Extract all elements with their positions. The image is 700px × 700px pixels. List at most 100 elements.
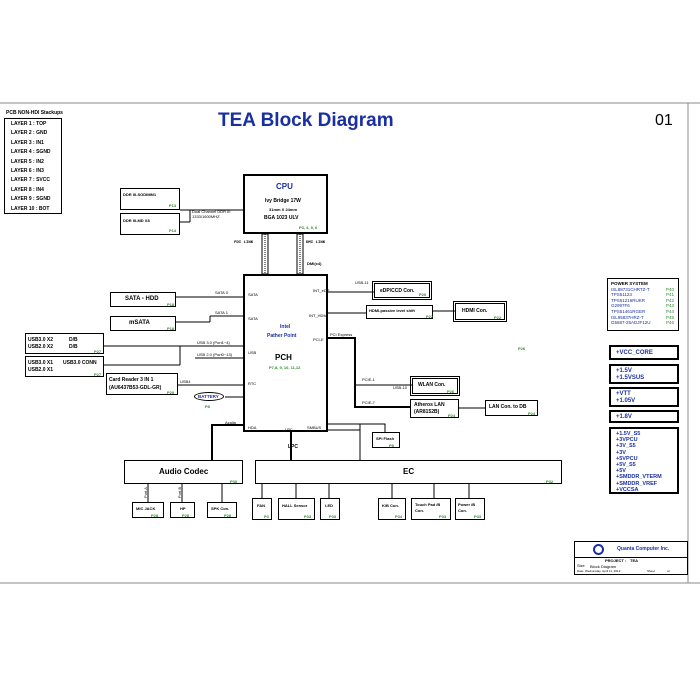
ddr-sodimm-page: P13: [169, 203, 177, 208]
wlan-box: WLAN Con. P26: [410, 376, 460, 396]
cpu-line3: BGA 1023 ULV: [264, 215, 299, 221]
touchpad-page: P33: [439, 514, 447, 519]
pch-port-usb: USB: [248, 350, 257, 355]
page-title: TEA Block Diagram: [218, 110, 394, 131]
ddr-md-label: DDR III-MD X8: [123, 218, 150, 223]
sata1-label: SATA 1: [215, 310, 228, 315]
stackup-heading: PCB NON-HDI Stackups: [6, 110, 63, 116]
pci-express-label: PCI Express: [330, 332, 353, 337]
usb11-label: USB-11: [355, 280, 369, 285]
power-system-item: G5687-25ADJF12U P46: [611, 320, 678, 326]
rail-1-05v: +1.05V: [616, 398, 636, 404]
pch-name: Pather Point: [267, 333, 297, 339]
cpu-title: CPU: [276, 182, 293, 191]
power-system-item-name: G5687-25ADJF12U: [611, 320, 651, 326]
ec-box: EC P32: [255, 460, 562, 484]
hp-box: HP P28: [170, 502, 195, 518]
led-page: P33: [329, 514, 337, 519]
mic-jack-label: MIC JACK: [136, 506, 156, 511]
sata-hdd-page: P18: [167, 302, 175, 307]
hdmi-con-box: HDMI Con. P22: [453, 301, 507, 322]
kb-con-label: K/B Con.: [382, 503, 399, 508]
pcie7-label: PCIE-7: [362, 400, 375, 405]
stackup-layer: LAYER 4 : SGND: [11, 149, 51, 156]
ddr-sodimm-label: DDR III-SODIMM1: [123, 192, 157, 197]
usb-db-line1b: D/B: [69, 337, 78, 343]
stackup-layer: LAYER 3 : IN1: [11, 139, 44, 146]
wlan-page: P26: [447, 389, 455, 394]
date-label: Date: Wednesday, April 11, 2012: [577, 569, 621, 573]
power-system-heading: POWER SYSTEM: [611, 281, 648, 286]
edp-con-page: P20: [419, 292, 427, 297]
hdmi-con-label: HDMI Con.: [462, 308, 488, 314]
rail-vcc-core: +VCC_CORE: [609, 345, 679, 360]
usb-db-line1: USB3.0 X2: [28, 337, 54, 343]
power-system-item-page: P43: [665, 303, 674, 309]
title-block: Quanta Computer Inc. PROJECT : TEA Size …: [574, 541, 688, 575]
usb-conn-box: USB3.0 X1 USB3.0 CONN USB2.0 X1 P27: [25, 356, 104, 377]
doc-title: Block Diagram: [590, 564, 617, 569]
ddr-md-box: DDR III-MD X8 P14: [120, 213, 180, 235]
rail-item: +3V: [616, 449, 626, 456]
hall-sensor-box: HALL Sensor P33: [278, 498, 315, 520]
pch-vendor: Intel: [280, 324, 291, 330]
usb10-label: USB-10: [393, 385, 408, 390]
rail-vtt: +VTT: [616, 391, 631, 397]
usb-db-line2b: D/B: [69, 344, 78, 350]
spk-page: P28: [224, 513, 232, 518]
led-box: LED P33: [320, 498, 340, 520]
rail-item: +1.5V_S5: [616, 431, 641, 437]
ec-title: EC: [403, 467, 415, 476]
usb-db-line2: USB2.0 X2: [28, 344, 54, 350]
msata-page: P18: [167, 326, 175, 331]
power-board-line1: Power /B: [458, 502, 476, 507]
battery-page: P8: [205, 404, 210, 409]
power-system-item-name: G2997F6: [611, 303, 630, 309]
fan-box: FAN P3: [252, 498, 272, 520]
rail-item: +3VPCU: [616, 437, 638, 444]
hp-label: HP: [180, 506, 186, 511]
pch-port-hda: HDA: [248, 425, 257, 430]
spi-flash-box: SPI Flash P8: [372, 432, 400, 448]
pch-port-smbus: SMBUS: [307, 425, 322, 430]
usb-db-box: USB3.0 X2 D/B USB2.0 X2 D/B P27: [25, 333, 104, 354]
rail-group-5: +1.5V_S5+3VPCU+3V_S5+3V+5VPCU+5V_S5+5V+S…: [609, 427, 679, 494]
stackup-layer: LAYER 8 : IN4: [11, 186, 44, 193]
project-value: TEA: [630, 558, 638, 563]
rail-1-8v-box: +1.8V: [609, 410, 679, 423]
msata-box: mSATA P18: [110, 316, 176, 331]
ddr-md-page: P14: [169, 228, 177, 233]
dmi-speed-label: DMI(x4): [307, 261, 322, 266]
hdmi-con-page: P22: [494, 315, 502, 320]
pch-pages: P7,8, 9, 10, 11,12: [269, 365, 301, 370]
touchpad-box: Touch Pad /B Con. P33: [411, 498, 451, 520]
stackup-layer: LAYER 2 : GND: [11, 130, 48, 137]
touchpad-line1: Touch Pad /B: [415, 502, 441, 507]
rail-1-5vsus: +1.5VSUS: [616, 375, 645, 381]
card-reader-line2: (AU6437B53-GDL-GR): [109, 385, 162, 391]
power-board-box: Power /B Con. P33: [455, 498, 485, 520]
spi-flash-label: SPI Flash: [376, 436, 395, 441]
fan-label: FAN: [257, 503, 265, 508]
power-board-page: P33: [474, 514, 482, 519]
hdmi-shift-box: HDMI-passive level shift P22: [366, 305, 433, 319]
stackup-layer: LAYER 10 : BOT: [11, 205, 50, 212]
usb30-port-label: USB 3.0 (Port1~4): [197, 340, 230, 345]
power-system-item-page: P46: [665, 320, 674, 326]
quanta-logo-icon: [593, 544, 604, 555]
audio-port-a: Port A: [142, 487, 148, 498]
rail-group-3: +VTT +1.05V: [609, 387, 679, 407]
stackup-layer: LAYER 9 : SGND: [11, 196, 51, 203]
spk-box: SPK Con. P28: [207, 502, 237, 518]
wlan-label: WLAN Con.: [418, 382, 446, 388]
lan-line2: (AR8152B): [414, 409, 440, 415]
stackup-layer: LAYER 7 : SVCC: [11, 177, 50, 184]
cpu-box: CPU Ivy Bridge 17W 31mm X 24mm BGA 1023 …: [243, 174, 328, 234]
page-number: 01: [655, 112, 673, 129]
usb-db-page: P27: [94, 349, 102, 354]
